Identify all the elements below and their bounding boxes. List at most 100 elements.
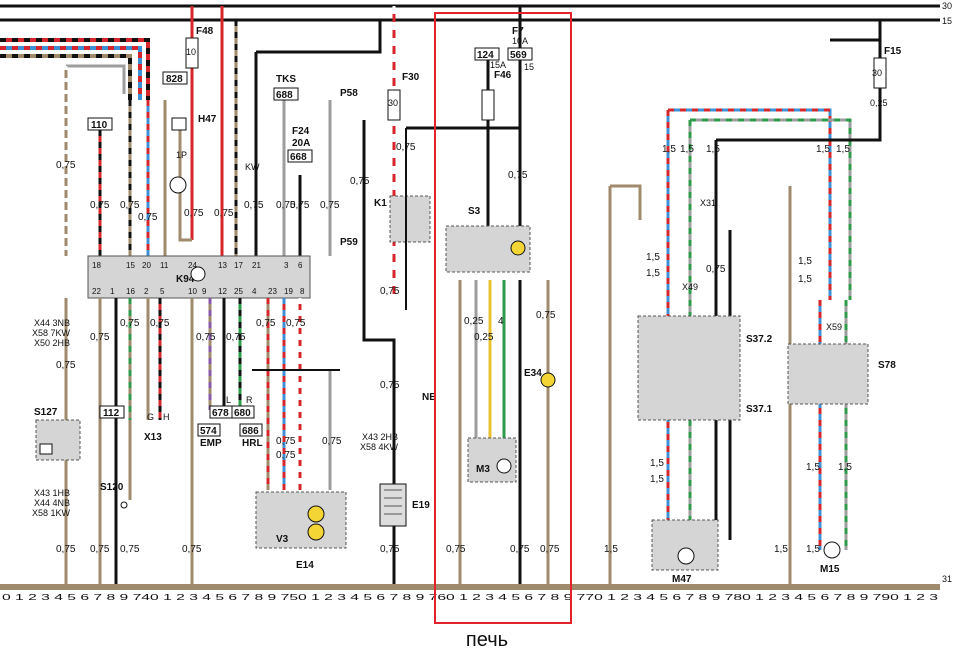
cross-section-label: 1,5 xyxy=(650,458,664,469)
svg-text:S37.2: S37.2 xyxy=(746,334,773,345)
svg-text:15: 15 xyxy=(524,62,534,72)
cross-section-label: 1,5 xyxy=(650,474,664,485)
k94-top-pin: 11 xyxy=(160,261,169,270)
m15-motor: M15 xyxy=(820,541,841,575)
k94-bottom-pin: 16 xyxy=(126,287,135,296)
svg-text:S3: S3 xyxy=(468,206,481,217)
svg-text:X43 2HB: X43 2HB xyxy=(362,432,398,442)
k94-bottom-pin: 10 xyxy=(188,287,197,296)
k94-bottom-pin: 2 xyxy=(144,287,149,296)
svg-text:F15: F15 xyxy=(884,46,902,57)
svg-text:30: 30 xyxy=(388,98,398,108)
heater-wires xyxy=(405,6,550,584)
cross-section-label: 0,75 xyxy=(446,544,466,555)
cross-section-label: 0,75 xyxy=(510,544,530,555)
e34-lamp: E34 xyxy=(524,368,556,388)
cross-section-label: 1,5 xyxy=(662,144,676,155)
svg-text:S127: S127 xyxy=(34,407,58,418)
cross-section-label: 0,75 xyxy=(56,160,76,171)
ground-label: 31 xyxy=(942,574,952,584)
svg-text:S37.1: S37.1 xyxy=(746,404,773,415)
m47-motor: M47 xyxy=(651,519,719,585)
svg-text:H47: H47 xyxy=(198,114,217,125)
box-110: 110 xyxy=(91,120,108,131)
svg-text:1P: 1P xyxy=(176,150,187,160)
cross-section-label: 0,75 xyxy=(540,544,560,555)
svg-text:S78: S78 xyxy=(878,360,896,371)
svg-text:H: H xyxy=(163,412,170,422)
cross-section-label: 0,75 xyxy=(120,544,140,555)
k94-top-pin: 15 xyxy=(126,261,135,270)
svg-text:M15: M15 xyxy=(820,564,840,575)
svg-text:R: R xyxy=(246,395,253,405)
cross-section-label: 0,75 xyxy=(536,310,556,321)
svg-text:124: 124 xyxy=(477,50,494,61)
left-harness xyxy=(0,38,150,100)
cross-section-label: 0,75 xyxy=(380,544,400,555)
rail-30-label: 30 xyxy=(942,1,952,11)
svg-text:F7: F7 xyxy=(512,26,524,37)
cross-section-label: 0,75 xyxy=(290,200,310,211)
k94-top-pin: 6 xyxy=(298,261,303,270)
cross-section-label: 0,75 xyxy=(244,200,264,211)
s127-switch: S127 xyxy=(34,407,81,461)
svg-text:680: 680 xyxy=(234,408,251,419)
label-nb: NB xyxy=(422,392,436,403)
e19-heater: E19 xyxy=(379,483,430,527)
highlight-caption: печь xyxy=(466,629,508,651)
h47-horn-icon: H47 1P xyxy=(169,114,217,194)
box-828: 828 xyxy=(166,74,183,85)
k94-bottom-pin: 5 xyxy=(160,287,165,296)
k94-bottom-pin: 4 xyxy=(252,287,257,296)
cross-section-label: 1,5 xyxy=(816,144,830,155)
cross-section-label: 0,25 xyxy=(464,316,484,327)
cross-section-label: 1,5 xyxy=(806,462,820,473)
svg-text:F48: F48 xyxy=(196,26,214,37)
cross-section-label: 0,75 xyxy=(184,208,204,219)
k94-top-pin: 17 xyxy=(234,261,243,270)
svg-text:X58 1KW: X58 1KW xyxy=(32,508,71,518)
svg-text:X44 4NB: X44 4NB xyxy=(34,498,70,508)
svg-text:574: 574 xyxy=(200,426,217,437)
label-tks: TKS xyxy=(276,74,296,85)
k94-top-pin: 21 xyxy=(252,261,261,270)
cross-section-label: 1,5 xyxy=(604,544,618,555)
svg-text:10A: 10A xyxy=(512,36,528,46)
svg-text:569: 569 xyxy=(510,50,527,61)
svg-text:0,25: 0,25 xyxy=(870,98,888,108)
cross-section-label: 1,5 xyxy=(798,274,812,285)
svg-text:E14: E14 xyxy=(296,560,314,571)
m3-blower-motor: M3 xyxy=(467,437,517,483)
label-emp: EMP xyxy=(200,438,222,449)
cross-section-label: 0,75 xyxy=(256,318,276,329)
cross-section-label: 1,5 xyxy=(706,144,720,155)
cross-section-label: 0,75 xyxy=(276,200,296,211)
k94-module: K94 xyxy=(87,255,311,299)
cross-section-label: 0,75 xyxy=(396,142,416,153)
k94-wires xyxy=(64,6,382,256)
cross-section-label: 0,75 xyxy=(226,332,246,343)
svg-text:678: 678 xyxy=(212,408,229,419)
s37-switch: S37.2 S37.1 xyxy=(637,315,773,421)
svg-text:K1: K1 xyxy=(374,198,387,209)
heater-highlight-box xyxy=(434,12,572,624)
cross-section-label: 4 xyxy=(498,316,504,327)
svg-text:X58 4KW: X58 4KW xyxy=(360,442,399,452)
cross-section-label: 0,75 xyxy=(150,318,170,329)
label-p58: P58 xyxy=(340,88,358,99)
s3-switch: S3 xyxy=(445,206,531,273)
fuse-f15: F15 30 0,25 xyxy=(870,46,902,108)
cross-section-label: 0,75 xyxy=(138,212,158,223)
cross-section-label: 0,75 xyxy=(90,544,110,555)
cross-section-label: 1,5 xyxy=(836,144,850,155)
cross-section-label: 1,5 xyxy=(646,252,660,263)
box-112: 112 xyxy=(103,408,120,419)
svg-text:E19: E19 xyxy=(412,500,430,511)
k94-bottom-pin: 1 xyxy=(110,287,115,296)
fuse-f46: 124 F46 15A xyxy=(474,47,512,121)
s120-switch: S120 xyxy=(100,482,124,493)
k94-top-pin: 18 xyxy=(92,261,101,270)
rail-15-label: 15 xyxy=(942,16,952,26)
